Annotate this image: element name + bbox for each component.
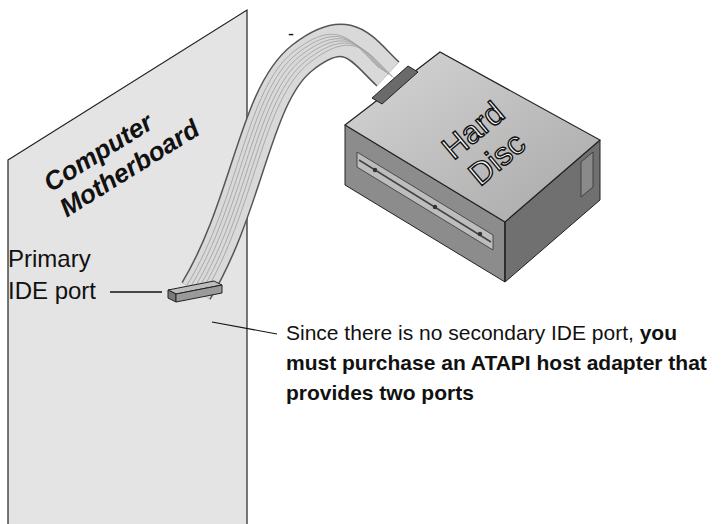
port-label: Primary IDE port	[8, 245, 96, 304]
port-label: Primary IDE port	[8, 243, 128, 307]
callout-note: Since there is no secondary IDE port,	[286, 321, 634, 344]
motherboard-panel-label: Computer Motherboard	[39, 72, 232, 223]
hard-disc: Hard Disc	[345, 52, 600, 284]
disc-top	[345, 52, 600, 222]
disc-edge	[504, 222, 505, 282]
disc-screw	[433, 205, 437, 209]
disc-jumper	[581, 152, 593, 197]
stray-mark: -	[288, 18, 318, 50]
disc-screw	[478, 232, 482, 236]
callout-note: Since there is no secondary IDE port, yo…	[286, 318, 722, 408]
disc-screw	[373, 168, 377, 172]
hard-disc-label: Hard Disc	[431, 91, 540, 199]
stray-mark: -	[288, 24, 294, 44]
motherboard-outline	[8, 10, 247, 524]
leader-line	[110, 291, 162, 293]
